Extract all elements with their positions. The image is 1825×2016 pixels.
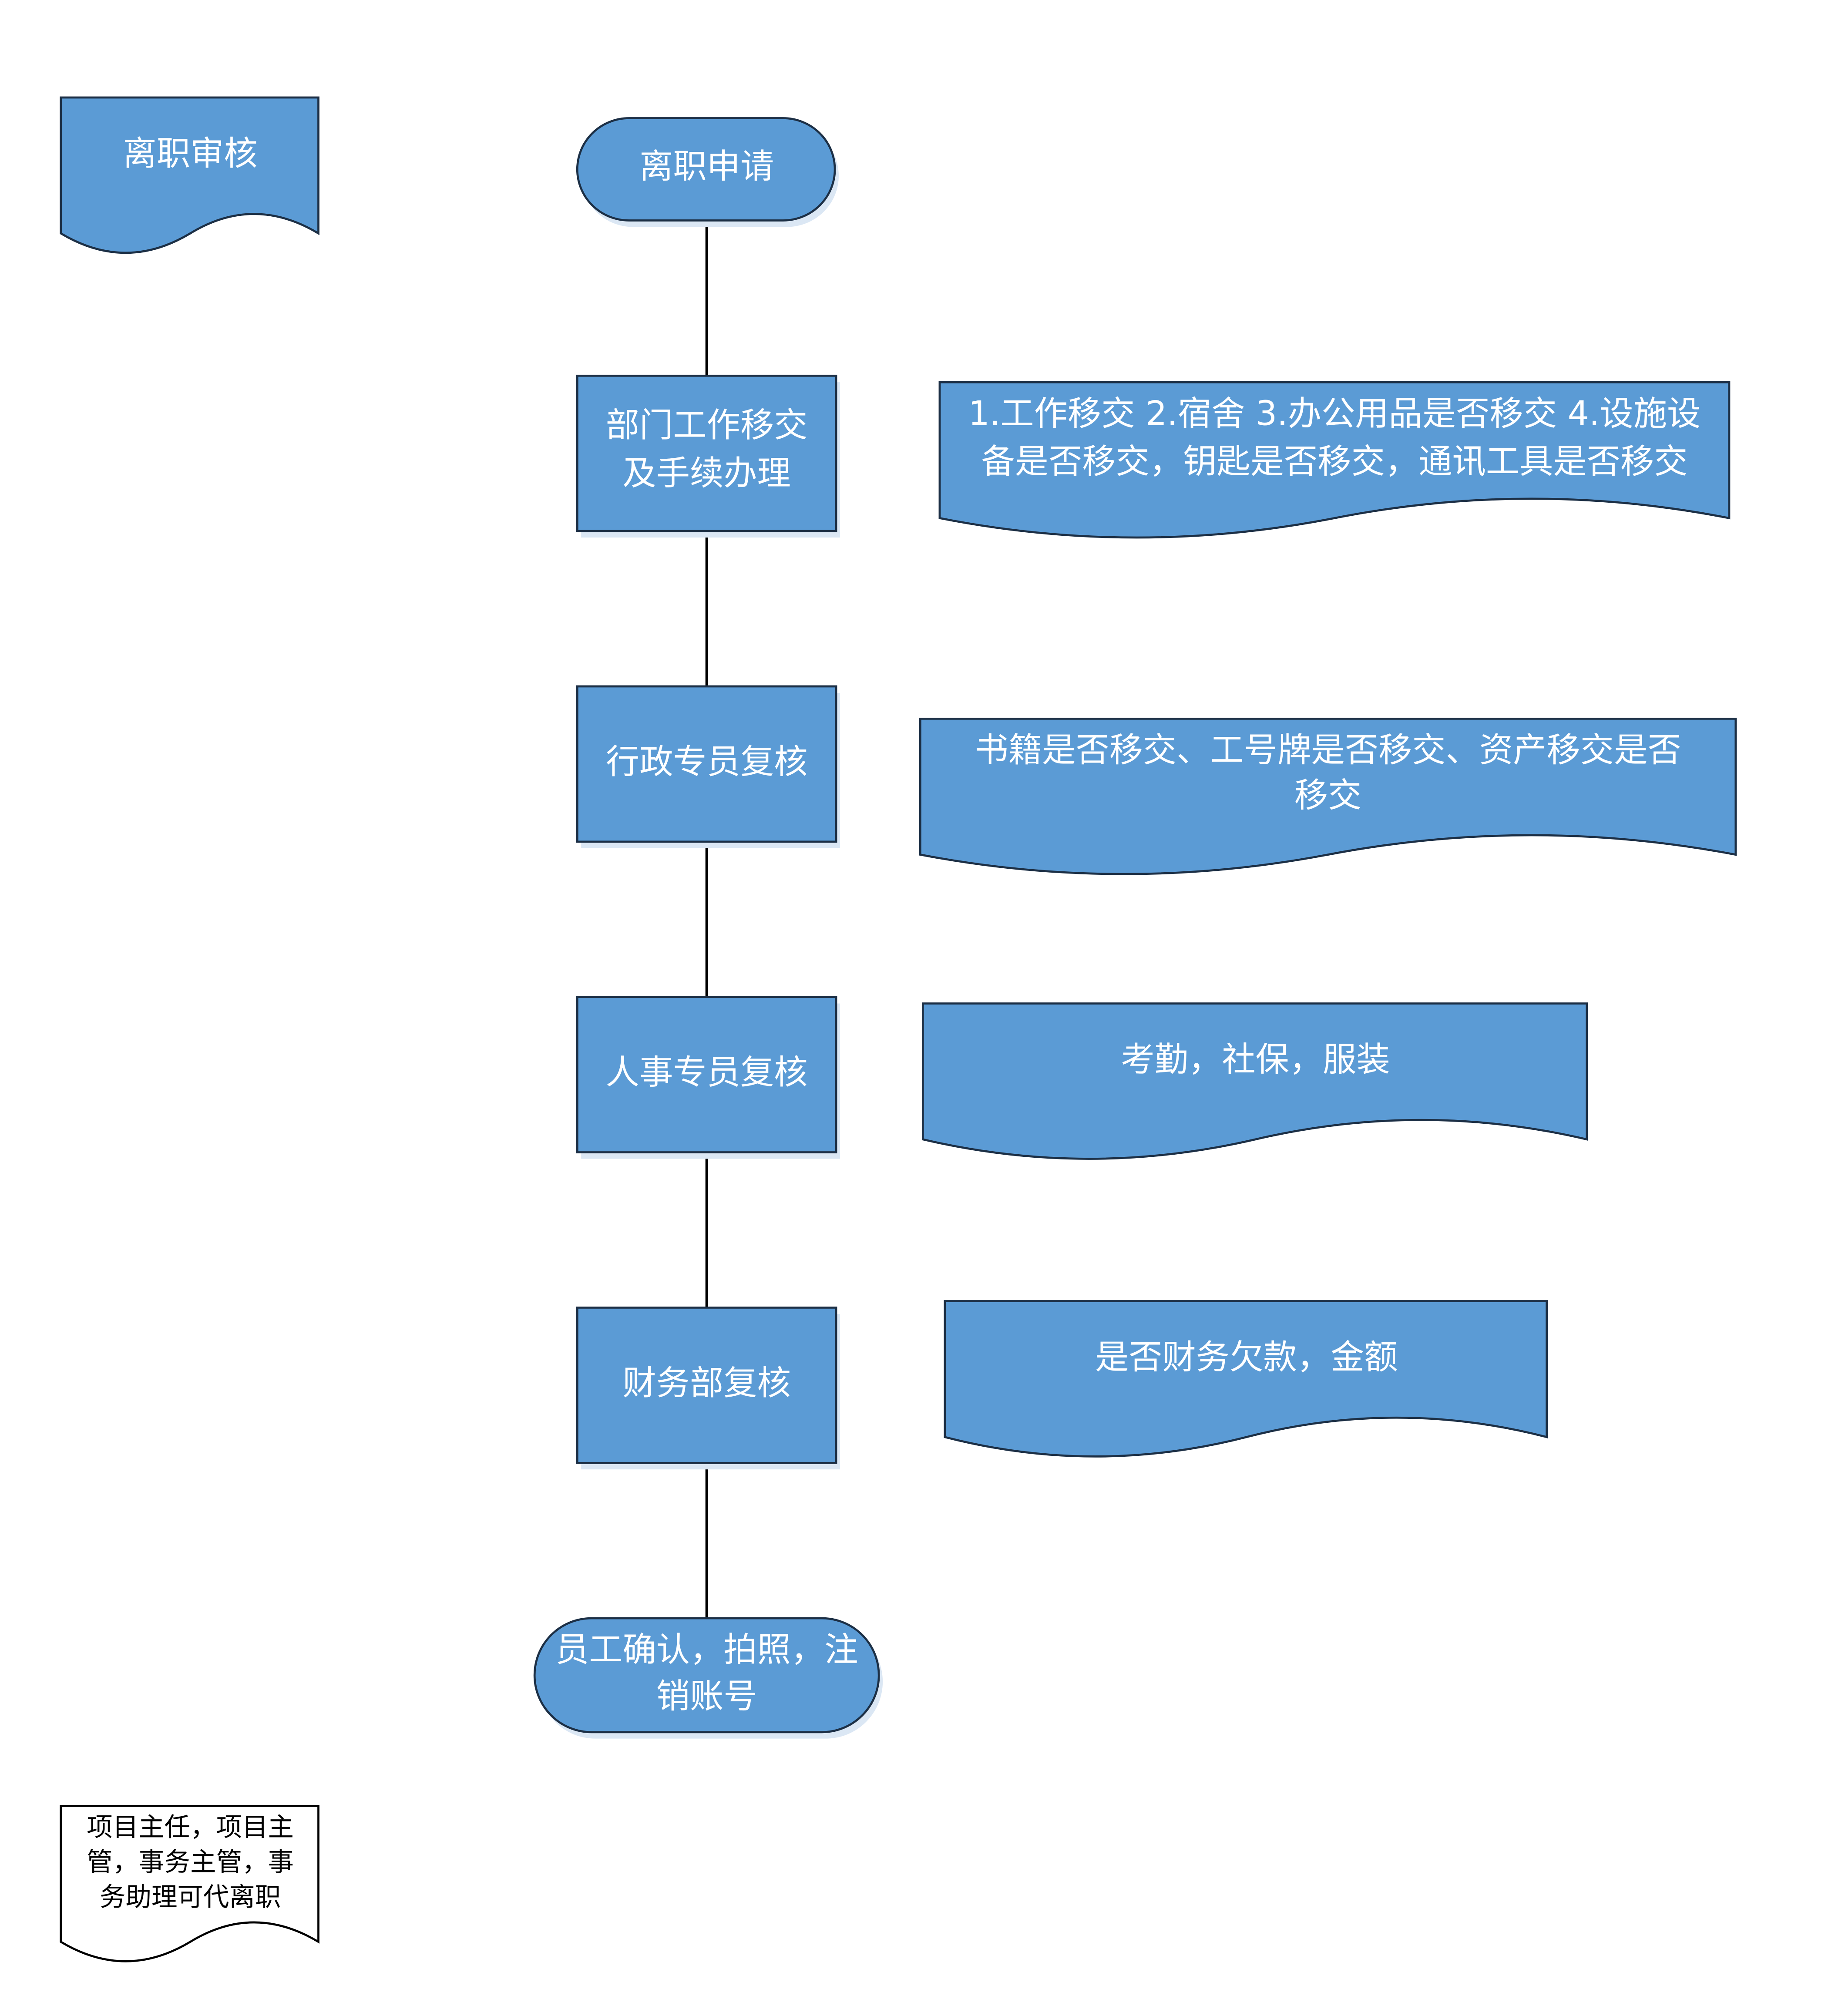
step-label: 行政专员复核 xyxy=(606,742,808,781)
step-admin-review: 行政专员复核 xyxy=(576,685,840,848)
note-dept: 1.工作移交 2.宿舍 3.办公用品是否移交 4.设施设 备是否移交，钥匙是否移… xyxy=(938,381,1731,539)
step-label: 部门工作移交 xyxy=(606,406,808,445)
note-finance: 是否财务欠款，金额 xyxy=(944,1300,1548,1458)
note-text: 管，事务主管，事 xyxy=(87,1848,294,1878)
legend-title: 离职审核 xyxy=(123,134,258,173)
note-hr: 考勤，社保，服装 xyxy=(921,1002,1588,1160)
note-text: 项目主任，项目主 xyxy=(87,1812,294,1842)
note-text: 是否财务欠款，金额 xyxy=(1095,1337,1398,1377)
note-text: 考勤，社保，服装 xyxy=(1121,1040,1390,1079)
start-terminator: 离职申请 xyxy=(576,117,839,227)
step-label: 财务部复核 xyxy=(622,1364,791,1403)
note-text: 备是否移交，钥匙是否移交，通讯工具是否移交 xyxy=(981,442,1687,481)
step-label: 及手续办理 xyxy=(622,454,791,493)
step-hr-review: 人事专员复核 xyxy=(576,996,840,1159)
note-text: 移交 xyxy=(1294,776,1362,815)
note-proxy-resignation: 项目主任，项目主 管，事务主管，事 务助理可代离职 xyxy=(60,1804,319,1962)
note-admin: 书籍是否移交、工号牌是否移交、资产移交是否 移交 xyxy=(919,717,1737,875)
note-text: 务助理可代离职 xyxy=(100,1882,281,1912)
note-text: 1.工作移交 2.宿舍 3.办公用品是否移交 4.设施设 xyxy=(968,394,1701,433)
step-label: 人事专员复核 xyxy=(606,1053,808,1092)
end-label: 员工确认，拍照，注 xyxy=(555,1630,858,1669)
end-terminator: 员工确认，拍照，注 销账号 xyxy=(533,1617,883,1739)
end-label: 销账号 xyxy=(656,1677,757,1716)
start-label: 离职申请 xyxy=(639,147,774,186)
step-dept-handover: 部门工作移交 及手续办理 xyxy=(576,374,840,538)
step-finance-review: 财务部复核 xyxy=(576,1307,840,1470)
legend-document-shape: 离职审核 xyxy=(60,96,319,254)
note-text: 书籍是否移交、工号牌是否移交、资产移交是否 xyxy=(975,731,1681,770)
